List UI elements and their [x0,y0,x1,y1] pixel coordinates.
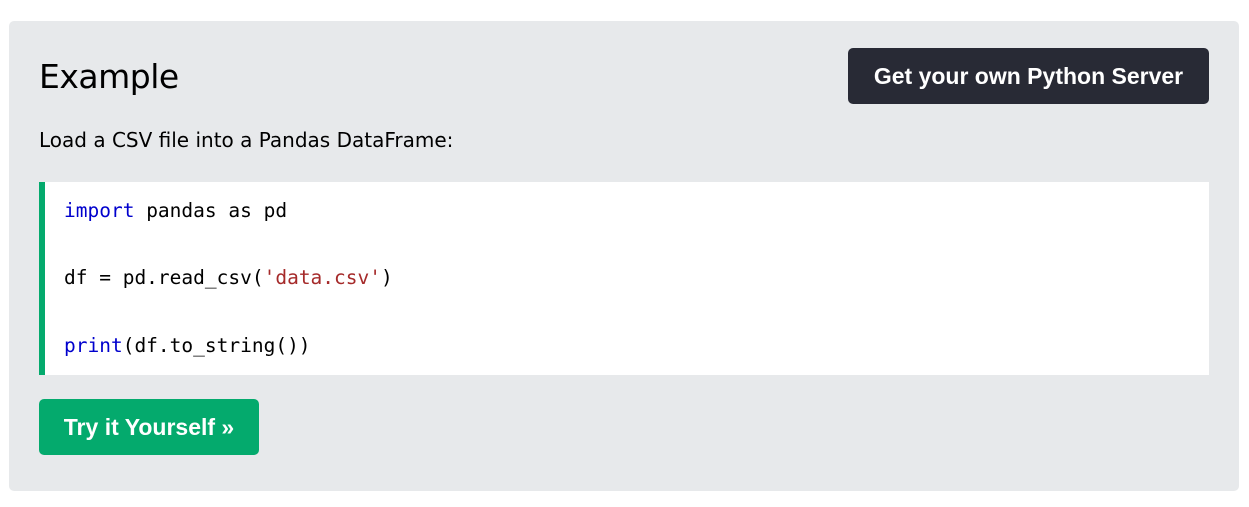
code-text: df = pd.read_csv( [64,266,264,289]
code-text: (df.to_string()) [122,334,311,357]
code-line-2: df = pd.read_csv('data.csv') [64,266,393,290]
example-panel: Example Get your own Python Server Load … [9,21,1239,491]
example-title: Example [39,57,179,96]
code-block: import pandas as pd df = pd.read_csv('da… [39,182,1209,375]
code-line-1: import pandas as pd [64,199,287,223]
code-line-3: print(df.to_string()) [64,334,311,358]
get-python-server-button[interactable]: Get your own Python Server [848,48,1209,104]
code-keyword: import [64,199,135,222]
example-description: Load a CSV file into a Pandas DataFrame: [39,128,454,152]
code-text: pandas as pd [134,199,288,222]
try-it-yourself-button[interactable]: Try it Yourself » [39,399,259,455]
code-text: ) [381,266,393,289]
code-keyword: print [64,334,123,357]
code-string: 'data.csv' [263,266,381,289]
